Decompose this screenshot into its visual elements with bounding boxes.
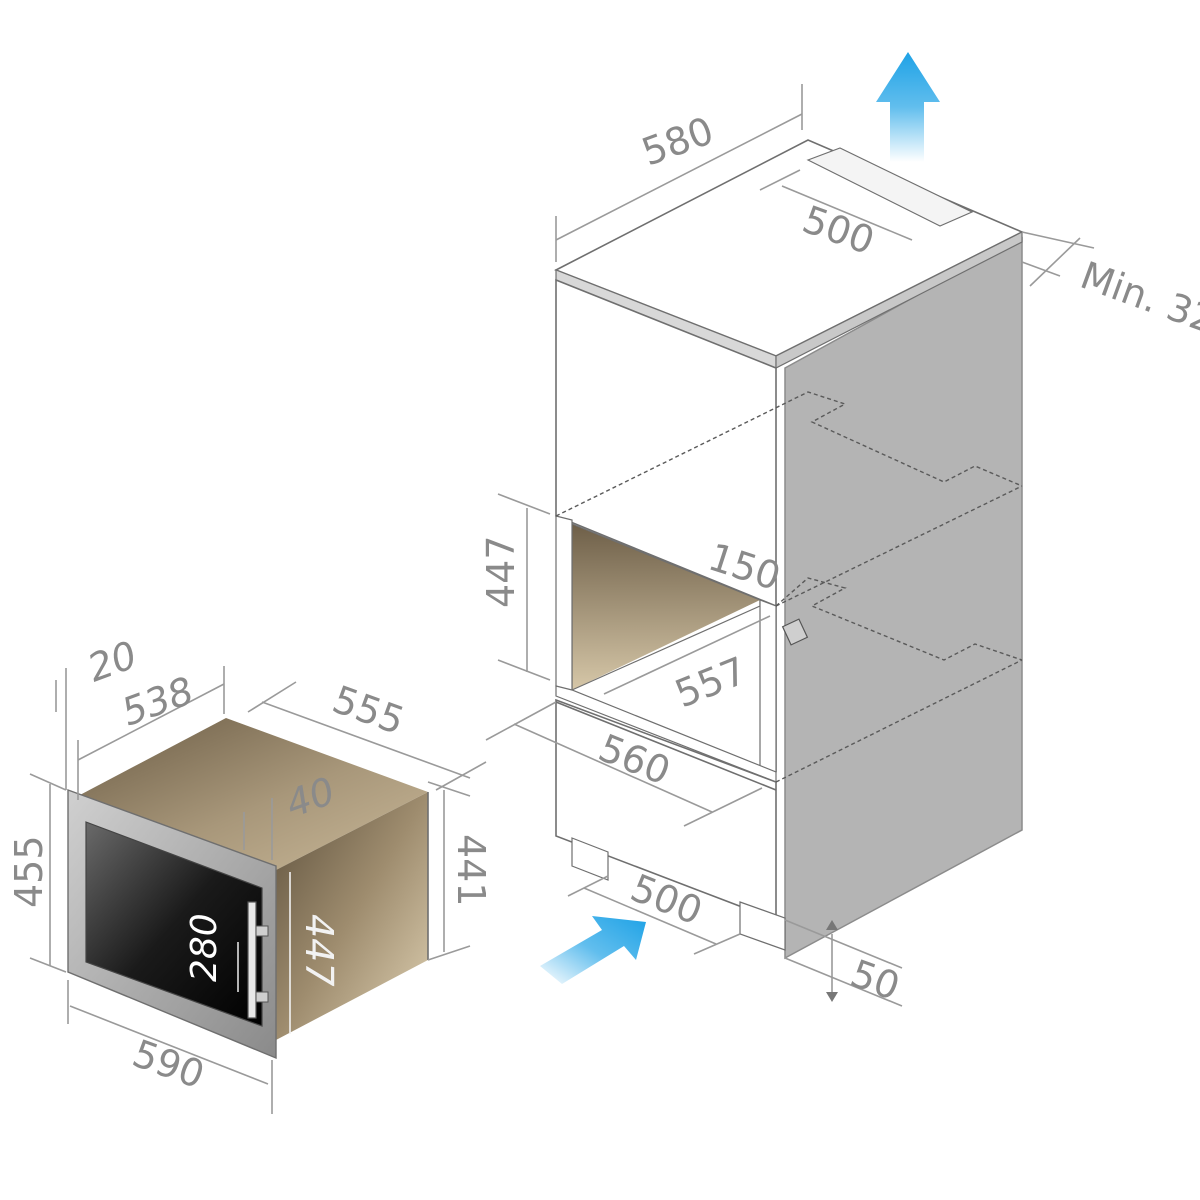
cabinet-foot-right <box>739 901 786 951</box>
dim-base-clearance: 50 <box>845 951 905 1009</box>
up-arrow-icon <box>876 52 940 162</box>
appliance-door <box>85 821 263 1027</box>
dim-vent-clearance: Min. 32 <box>1075 253 1200 342</box>
dim-handle-length: 280 <box>184 913 225 982</box>
cabinet-side-panel <box>784 236 1023 960</box>
dim-front-height: 455 <box>7 835 51 908</box>
cabinet-bracket <box>781 618 809 646</box>
cabinet <box>554 139 1024 960</box>
diagonal-arrow-icon <box>540 916 646 984</box>
dim-niche-height: 447 <box>479 535 523 608</box>
dim-side-height: 447 <box>297 914 341 987</box>
dim-body-depth: 555 <box>327 677 410 743</box>
appliance-top <box>78 718 428 870</box>
cabinet-foot-left <box>571 837 609 881</box>
dim-frame-thickness: 20 <box>82 633 142 691</box>
appliance-side <box>276 792 428 1040</box>
appliance-dimensions: 20 538 555 40 455 441 447 280 <box>7 633 493 1114</box>
dim-body-height: 441 <box>449 834 493 907</box>
cabinet-vent-slot <box>806 147 974 227</box>
appliance <box>67 718 429 1060</box>
dim-niche-depth: 557 <box>669 648 753 716</box>
cabinet-niche <box>572 524 760 690</box>
dim-front-width: 590 <box>127 1031 210 1097</box>
appliance-handle[interactable] <box>247 901 269 1019</box>
dim-top-depth: 580 <box>636 108 719 174</box>
